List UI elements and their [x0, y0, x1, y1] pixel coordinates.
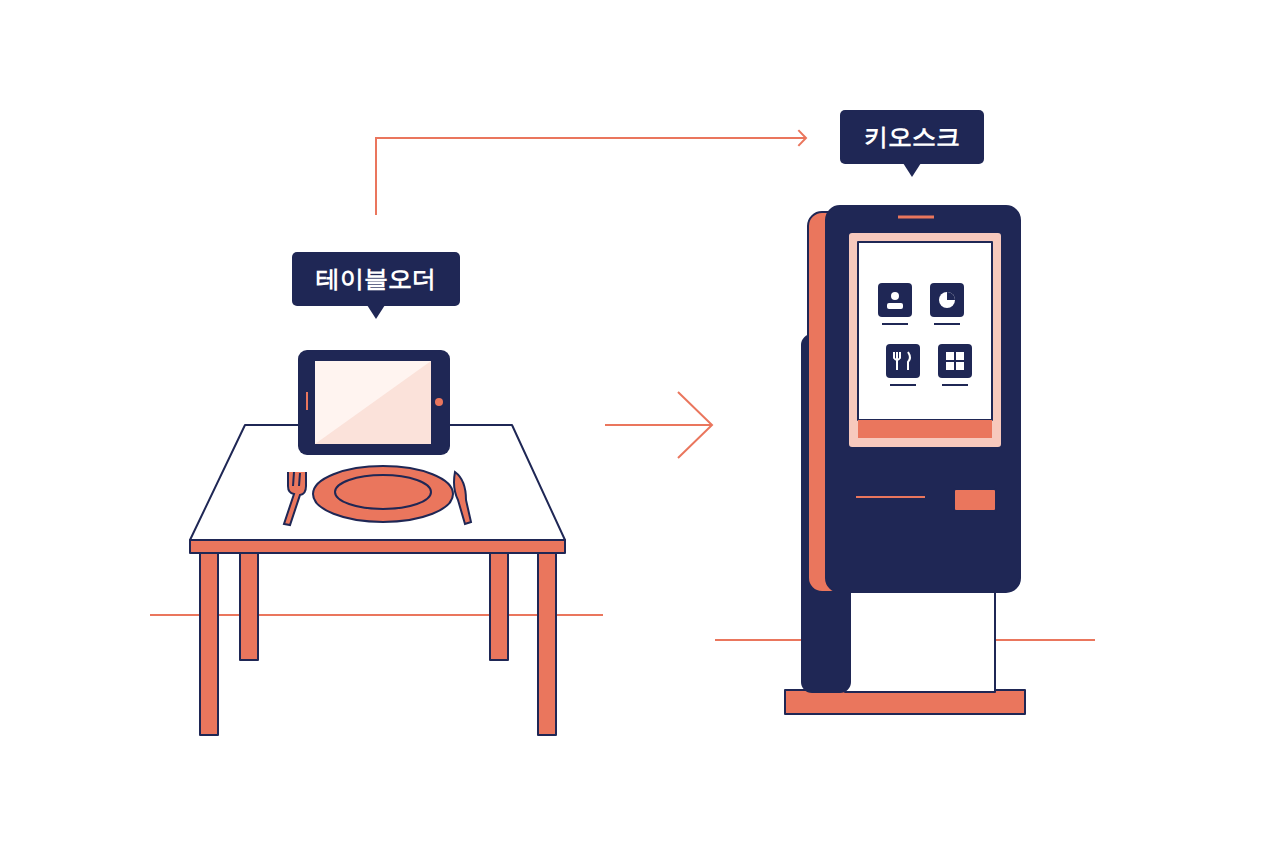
callout-box: 테이블오더 [292, 252, 460, 306]
callout-label: 테이블오더 [316, 265, 436, 294]
table [190, 425, 565, 735]
callout-box: 키오스크 [840, 110, 984, 164]
tablet [298, 350, 450, 455]
elbow-arrow [376, 130, 806, 215]
kiosk-icons [878, 283, 972, 385]
plate-cutlery [284, 466, 471, 525]
callout-label: 키오스크 [864, 123, 960, 152]
flow-arrow [605, 392, 712, 458]
kiosk [785, 206, 1025, 714]
arrow-head [798, 130, 806, 146]
connector-line [376, 138, 806, 215]
